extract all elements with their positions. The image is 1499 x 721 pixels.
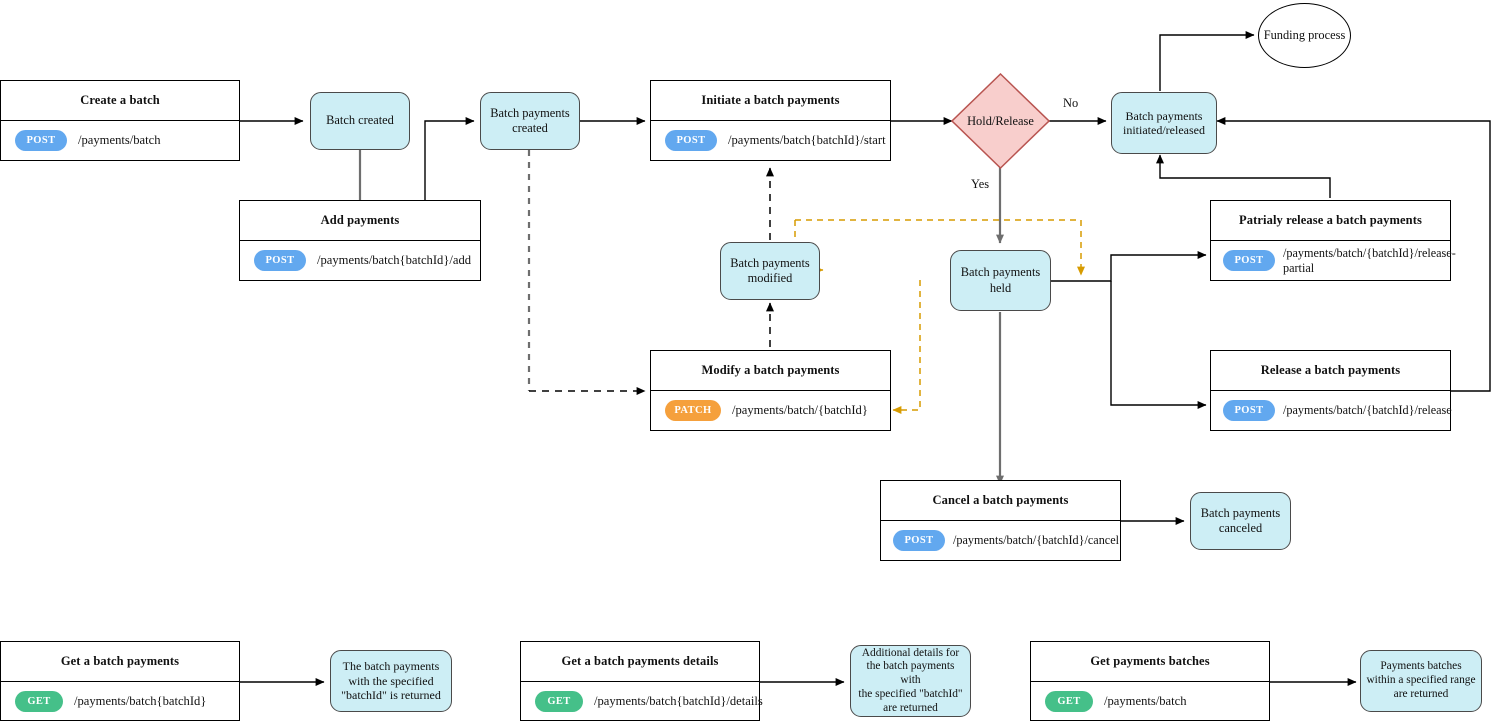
state-label: Batch created: [326, 113, 394, 128]
verb-badge-post: POST: [254, 250, 306, 271]
state-label: Batch payments canceled: [1200, 505, 1281, 536]
edge-held-to-partialrelease: [1051, 251, 1207, 282]
api-path: /payments/batch{batchId}/start: [728, 133, 886, 148]
api-title: Release a batch payments: [1211, 351, 1450, 391]
api-node-get-batches[interactable]: Get payments batches GET /payments/batch: [1030, 641, 1270, 721]
api-body: PATCH /payments/batch/{batchId}: [651, 391, 890, 430]
api-body: GET /payments/batch{batchId}/details: [521, 682, 763, 720]
edge-partialrelease-to-released: [1156, 154, 1331, 198]
verb-badge-post: POST: [15, 130, 67, 151]
state-node-payments-modified[interactable]: Batch payments modified: [720, 242, 820, 300]
api-node-modify-batch[interactable]: Modify a batch payments PATCH /payments/…: [650, 350, 891, 431]
verb-badge-patch: PATCH: [665, 400, 721, 421]
api-path: /payments/batch: [78, 133, 161, 148]
api-node-get-details[interactable]: Get a batch payments details GET /paymen…: [520, 641, 763, 721]
api-title: Patrialy release a batch payments: [1211, 201, 1450, 241]
state-label: Additional details for the batch payment…: [858, 646, 963, 714]
api-path: /payments/batch: [1104, 693, 1187, 708]
state-node-payments-created[interactable]: Batch payments created: [480, 92, 580, 150]
api-node-partial-release[interactable]: Patrialy release a batch payments POST /…: [1210, 200, 1456, 281]
api-path: /payments/batch{batchId}/add: [317, 253, 472, 268]
api-path: /payments/batch/{batchId}/release-partia…: [1283, 246, 1456, 275]
state-label: The batch payments with the specified "b…: [341, 659, 441, 703]
diamond-shape: [951, 73, 1050, 169]
edge-released-to-funding: [1159, 31, 1255, 91]
api-path: /payments/batch/{batchId}/release: [1283, 403, 1452, 418]
api-body: POST /payments/batch/{batchId}/cancel: [881, 521, 1120, 560]
state-label: Batch payments held: [960, 265, 1041, 295]
state-label: Batch payments modified: [730, 255, 810, 286]
api-node-cancel-batch[interactable]: Cancel a batch payments POST /payments/b…: [880, 480, 1121, 561]
api-title: Create a batch: [1, 81, 239, 121]
api-body: POST /payments/batch{batchId}/add: [240, 241, 480, 280]
api-path: /payments/batch/{batchId}: [732, 403, 868, 418]
verb-badge-post: POST: [1223, 400, 1275, 421]
verb-badge-post: POST: [1223, 250, 1275, 271]
state-label: Payments batches within a specified rang…: [1366, 660, 1476, 700]
api-title: Cancel a batch payments: [881, 481, 1120, 521]
api-body: GET /payments/batch{batchId}: [1, 682, 239, 720]
decision-hold-release[interactable]: Hold/Release: [951, 73, 1050, 169]
state-node-get-details-result[interactable]: Additional details for the batch payment…: [850, 645, 971, 717]
state-node-payments-canceled[interactable]: Batch payments canceled: [1190, 492, 1291, 550]
state-node-get-batch-result[interactable]: The batch payments with the specified "b…: [330, 650, 452, 712]
verb-badge-post: POST: [893, 530, 945, 551]
api-title: Get a batch payments details: [521, 642, 759, 682]
edge-orange-held-to-modify: [892, 280, 921, 414]
api-path: /payments/batch{batchId}: [74, 693, 207, 708]
api-node-release-batch[interactable]: Release a batch payments POST /payments/…: [1210, 350, 1452, 431]
verb-badge-get: GET: [15, 690, 63, 712]
api-path: /payments/batch{batchId}/details: [594, 693, 763, 708]
api-title: Initiate a batch payments: [651, 81, 890, 121]
verb-badge-get: GET: [1045, 690, 1093, 712]
state-node-payments-released[interactable]: Batch payments initiated/released: [1111, 92, 1217, 154]
terminator-funding-process[interactable]: Funding process: [1258, 3, 1351, 68]
verb-badge-get: GET: [535, 690, 583, 712]
edge-label-yes: Yes: [971, 177, 990, 191]
state-node-batch-created[interactable]: Batch created: [310, 92, 410, 150]
state-node-payments-held[interactable]: Batch payments held: [950, 250, 1051, 311]
api-title: Modify a batch payments: [651, 351, 890, 391]
api-body: POST /payments/batch/{batchId}/release: [1211, 391, 1452, 430]
edge-label-no: No: [1063, 96, 1079, 110]
api-node-add-payments[interactable]: Add payments POST /payments/batch{batchI…: [239, 200, 481, 281]
api-node-get-batch[interactable]: Get a batch payments GET /payments/batch…: [0, 641, 240, 721]
state-label: Batch payments created: [490, 105, 570, 136]
state-node-get-batches-result[interactable]: Payments batches within a specified rang…: [1360, 650, 1482, 712]
api-body: POST /payments/batch/{batchId}/release-p…: [1211, 241, 1456, 280]
api-title: Get a batch payments: [1, 642, 239, 682]
state-label: Batch payments initiated/released: [1123, 108, 1205, 137]
terminator-label: Funding process: [1263, 28, 1346, 42]
edge-held-to-release: [1110, 281, 1207, 409]
api-body: POST /payments/batch: [1, 121, 239, 160]
api-body: POST /payments/batch{batchId}/start: [651, 121, 890, 160]
api-title: Get payments batches: [1031, 642, 1269, 682]
api-node-create-batch[interactable]: Create a batch POST /payments/batch: [0, 80, 240, 161]
api-body: GET /payments/batch: [1031, 682, 1269, 720]
verb-badge-post: POST: [665, 130, 717, 151]
api-path: /payments/batch/{batchId}/cancel: [953, 533, 1120, 548]
api-node-initiate-batch[interactable]: Initiate a batch payments POST /payments…: [650, 80, 891, 161]
decision-label: Hold/Release: [967, 113, 1034, 128]
api-title: Add payments: [240, 201, 480, 241]
